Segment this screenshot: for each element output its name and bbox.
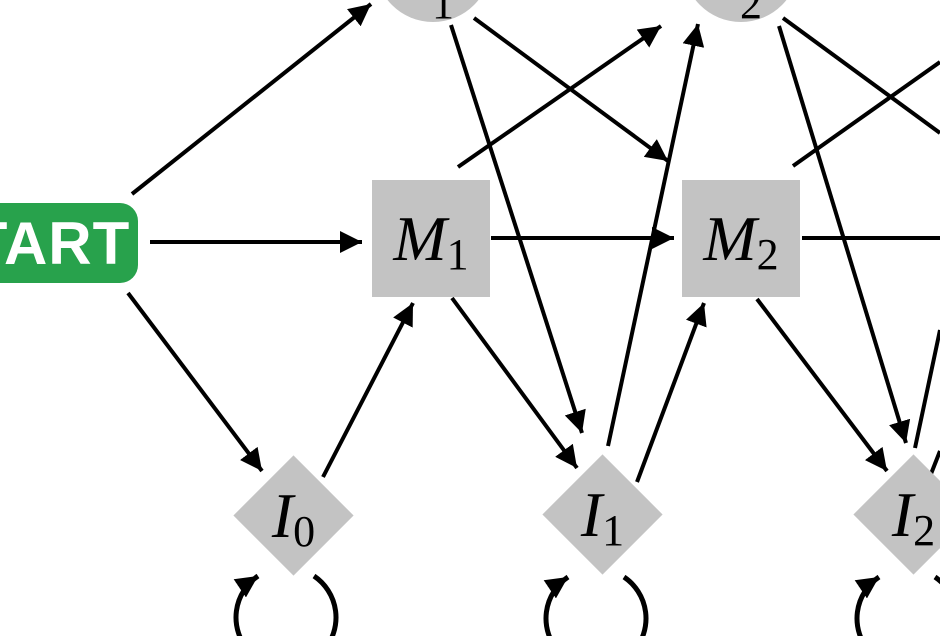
- edge-start-to-i0: [126, 291, 264, 473]
- self-loop-i2: [854, 574, 940, 636]
- node-label-subscript: 2: [756, 229, 779, 279]
- node-label-subscript: 1: [446, 229, 469, 279]
- self-loop-i1: [543, 574, 649, 636]
- edge-i0-to-m1: [321, 302, 415, 478]
- node-label-main: M: [393, 202, 447, 274]
- start-node: START: [0, 203, 138, 283]
- node-label-subscript-circle-1: 1: [432, 0, 454, 28]
- edge-i2-to-offscreen-d3: [913, 329, 940, 449]
- edge-start-to-circle-1: [130, 2, 373, 196]
- edge-i1-to-m2: [635, 302, 707, 483]
- node-label-main: I: [891, 478, 913, 549]
- start-node-label: START: [0, 209, 131, 277]
- edge-circle-1-to-i1: [449, 24, 586, 434]
- node-label-main: I: [580, 478, 602, 549]
- node-label-main: M: [703, 202, 757, 274]
- node-label-main: I: [271, 479, 293, 550]
- edge-m1-to-circle-2: [456, 24, 663, 169]
- edge-circle-2-to-offscreen-m3: [781, 16, 940, 135]
- node-label-subscript-circle-2: 2: [740, 0, 762, 28]
- self-loop-i0: [233, 573, 339, 636]
- edge-i1-to-circle-2: [606, 23, 705, 447]
- node-label-subscript: 2: [912, 505, 935, 554]
- edge-m2-to-i2: [755, 297, 889, 473]
- node-label-subscript: 0: [292, 506, 315, 555]
- edge-circle-1-to-m2: [472, 16, 670, 163]
- node-label-subscript: 1: [601, 505, 624, 554]
- edge-m1-to-i1: [450, 296, 579, 470]
- edge-circle-2-to-i2: [777, 25, 911, 444]
